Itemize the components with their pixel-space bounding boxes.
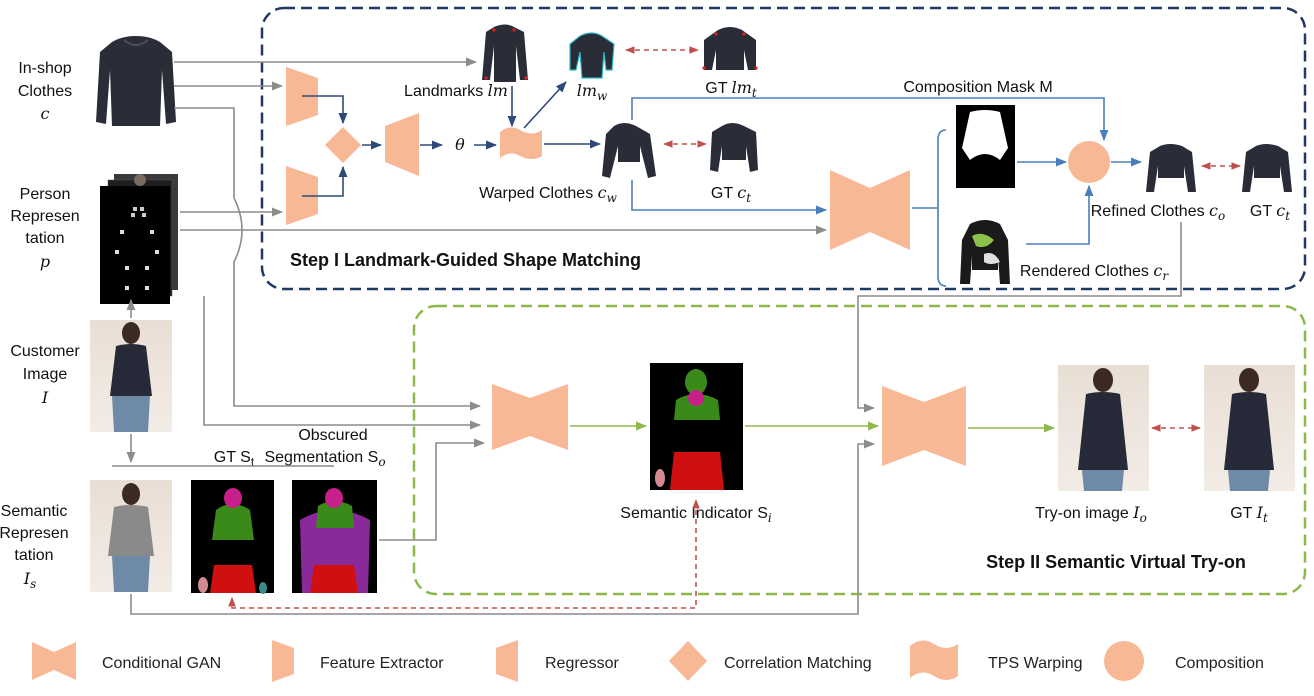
composition-icon <box>1104 641 1144 681</box>
gt-ct-image <box>710 123 758 172</box>
warped-landmarks-image <box>569 32 615 79</box>
arrow-fe-bot-corr <box>302 165 348 197</box>
gt-it-label: GT It <box>1230 503 1268 525</box>
arrow-tps-lmw <box>523 81 567 129</box>
in-shop-label-1: In-shop <box>18 60 71 77</box>
arrow-fe-top-corr <box>302 95 348 125</box>
arrow-warped-gan1 <box>631 180 828 215</box>
person-representation-image <box>100 174 178 304</box>
arrow-render-comp <box>1026 184 1094 245</box>
person-label-2: Represen <box>10 208 79 225</box>
step1-title: Step I Landmark-Guided Shape Matching <box>290 250 641 270</box>
in-shop-clothes-image <box>96 36 176 126</box>
step2-frame <box>412 304 1307 596</box>
refined-clothes-label: Refined Clothes co <box>1091 201 1226 223</box>
step2-gan-b <box>882 386 966 466</box>
legend-label-0: Conditional GAN <box>102 655 221 672</box>
semantic-indicator-image <box>650 363 743 490</box>
legend-label-5: Composition <box>1175 655 1264 672</box>
arrow-gan1-bracket <box>912 129 947 287</box>
gt-landmarks-image <box>702 27 758 70</box>
in-shop-label-2: Clothes <box>18 83 72 100</box>
warped-clothes-image <box>602 123 656 178</box>
rendered-clothes-label: Rendered Clothes cr <box>1020 261 1169 283</box>
step1-frame <box>260 6 1307 291</box>
composition-mask-image <box>956 105 1015 188</box>
legend-label-4: TPS Warping <box>988 655 1083 672</box>
warped-clothes-label: Warped Clothes cw <box>479 183 618 205</box>
arrow-refined-gan-b <box>857 222 1182 413</box>
regressor-node <box>385 113 419 176</box>
landmarks-clothes-image <box>482 24 528 82</box>
try-on-label: Try-on image Io <box>1035 503 1147 525</box>
step2-title: Step II Semantic Virtual Try-on <box>986 552 1246 572</box>
semantic-label-3: tation <box>14 547 53 564</box>
obscured-label-2: Segmentation So <box>264 449 385 469</box>
gt-ct-label: GT ct <box>711 183 751 205</box>
arrow-clothes-curve <box>233 197 482 411</box>
refined-clothes-image <box>1146 144 1196 192</box>
legend: Conditional GAN Feature Extractor Regres… <box>32 640 1264 682</box>
lm-w-label: lmw <box>577 81 608 103</box>
feature-extractor-icon <box>272 640 294 682</box>
correlation-matching-node <box>325 127 361 163</box>
person-label-1: Person <box>20 186 71 203</box>
correlation-matching-icon <box>669 641 707 681</box>
tps-warping-icon <box>910 640 958 680</box>
step1-conditional-gan <box>830 170 910 250</box>
person-label-3: tation <box>25 230 64 247</box>
semantic-symbol: Is <box>23 569 37 591</box>
legend-label-1: Feature Extractor <box>320 655 444 672</box>
customer-label-2: Image <box>23 366 68 383</box>
semantic-label-1: Semantic <box>1 503 68 520</box>
gt-ct2-image <box>1242 144 1292 192</box>
regressor-icon <box>496 640 518 682</box>
theta-label: θ <box>455 135 465 154</box>
gt-it-image <box>1204 365 1295 491</box>
semantic-label-2: Represen <box>0 525 69 542</box>
gt-lm-t-label: GT lmt <box>705 78 757 100</box>
rendered-clothes-image <box>960 220 1010 284</box>
obscured-label-1: Obscured <box>298 427 367 444</box>
composition-mask-label: Composition Mask M <box>903 79 1052 96</box>
arrow-person-gan2 <box>203 296 482 430</box>
step2-gan-a <box>492 384 568 450</box>
gt-st-label: GT St <box>214 449 255 469</box>
gt-ct2-label: GT ct <box>1250 201 1290 223</box>
customer-label-1: Customer <box>10 343 80 360</box>
landmarks-label: Landmarks lm <box>404 81 508 100</box>
gt-st-segmentation-image <box>191 480 274 594</box>
legend-label-3: Correlation Matching <box>724 655 872 672</box>
semantic-representation-image <box>90 480 172 592</box>
loss-seg-indicator <box>228 499 700 609</box>
customer-symbol: I <box>41 388 49 407</box>
customer-image <box>90 320 172 432</box>
arrow-obscured-gan <box>379 438 486 541</box>
composition-node <box>1068 141 1110 183</box>
arrow-clothes-down <box>174 107 235 198</box>
try-on-image <box>1058 365 1149 491</box>
arrow-warped-mask <box>631 97 1109 142</box>
legend-label-2: Regressor <box>545 655 619 672</box>
tps-warping-node <box>500 127 542 159</box>
conditional-gan-icon <box>32 642 76 680</box>
in-shop-symbol: c <box>41 104 50 123</box>
arrow-semantic-gan-b <box>130 439 876 615</box>
obscured-segmentation-image <box>292 480 377 593</box>
person-symbol: p <box>40 252 50 271</box>
